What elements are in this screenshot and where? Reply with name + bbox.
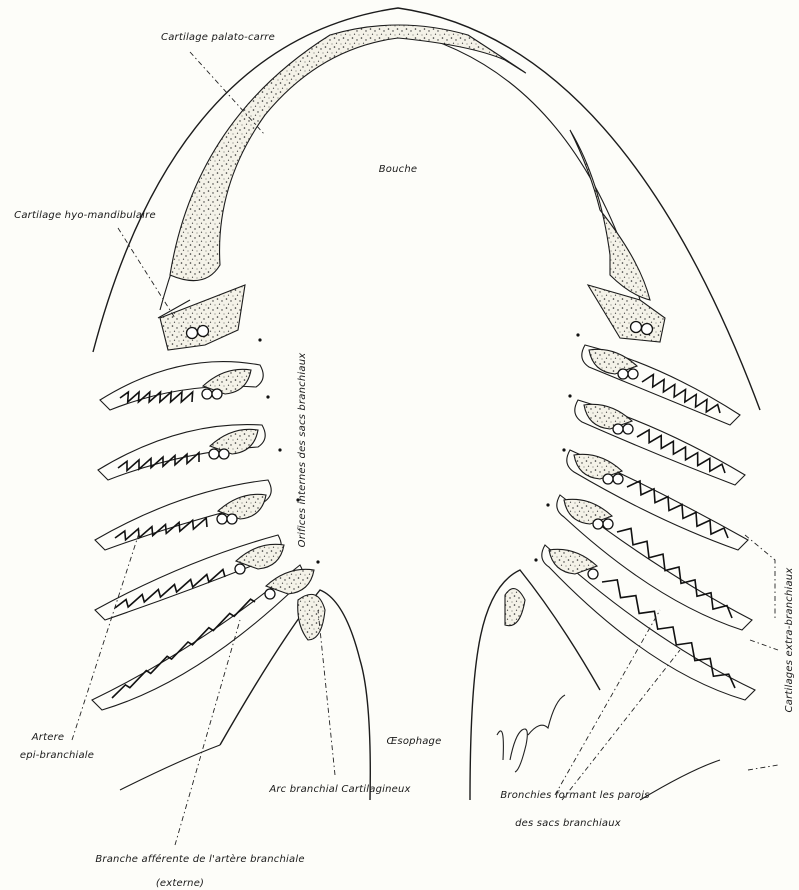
palato-quadrate-cartilage <box>170 25 650 300</box>
label-branche-afferente-line1: Branche afférente de l'artère branchiale <box>95 853 304 865</box>
label-oesophage: Œsophage <box>387 736 442 747</box>
left-gill-arch-3 <box>95 480 271 550</box>
label-bronchies-line1: Bronchies formant les parois <box>500 790 649 801</box>
leader-lines <box>72 52 778 845</box>
left-gill-arches <box>92 362 314 710</box>
right-gill-arch-5 <box>542 545 755 700</box>
label-cartilage-hyo-mandibulaire: Cartilage hyo-mandibulaire <box>14 210 156 221</box>
label-orifices-internes: Orifices internes des sacs branchiaux <box>297 353 308 548</box>
label-artere-line1: Artere <box>31 732 65 743</box>
label-bouche: Bouche <box>379 164 418 175</box>
label-artere-line2: epi-branchiale <box>20 750 94 761</box>
hyomandibular-cartilage-right <box>588 285 665 342</box>
label-arc-branchial: Arc branchial Cartilagineux <box>268 784 410 795</box>
label-bronchies-line2: des sacs branchiaux <box>515 818 621 829</box>
labels: Cartilage palato-carre Bouche Cartilage … <box>14 32 795 889</box>
oesophagus-walls <box>120 570 720 800</box>
left-gill-arch-1 <box>100 362 263 410</box>
artist-signature <box>497 695 565 772</box>
label-branche-afferente-line2: (externe) <box>156 878 204 889</box>
label-cartilage-palato-carre: Cartilage palato-carre <box>161 32 275 43</box>
hyomandibular-cartilage-left <box>160 285 245 350</box>
left-gill-arch-5 <box>92 565 314 710</box>
left-gill-arch-4 <box>95 535 284 620</box>
label-cartilages-extra-branchiaux: Cartilages extra-branchiaux <box>784 568 795 713</box>
left-gill-arch-2 <box>98 425 265 480</box>
